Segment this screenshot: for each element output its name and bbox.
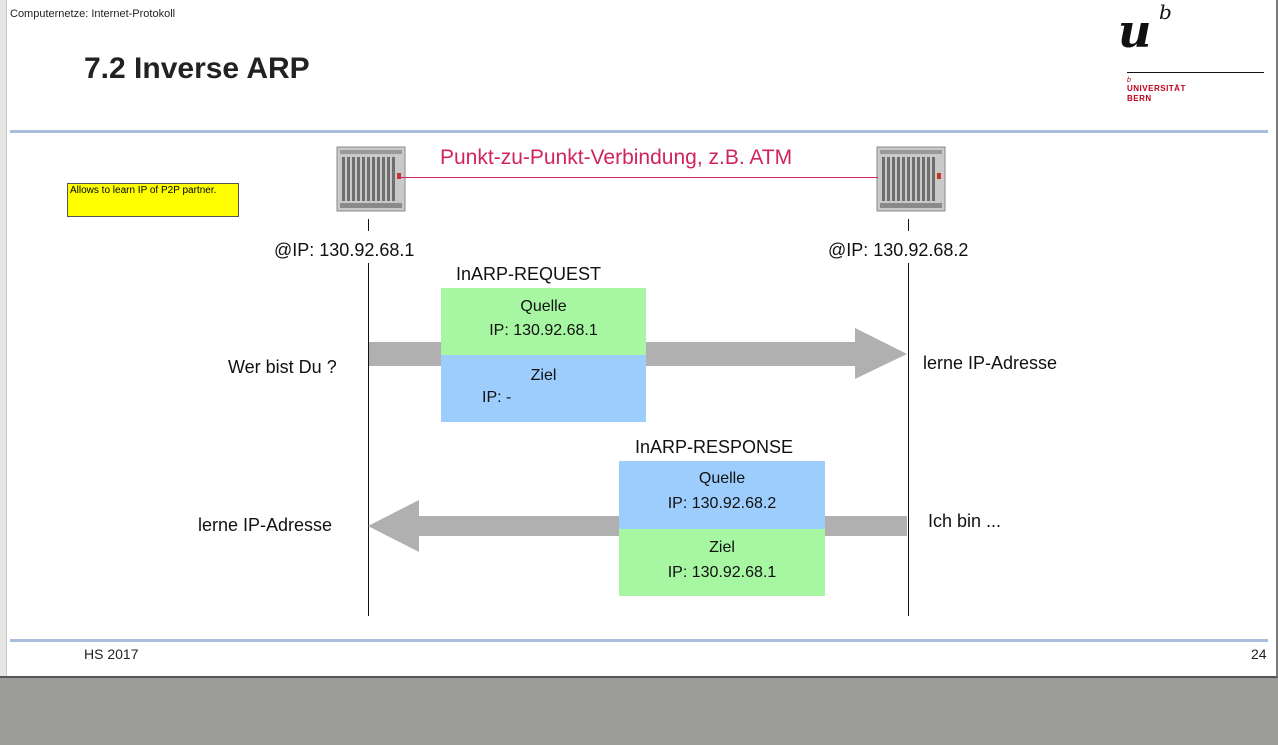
- router-icon: [336, 146, 406, 212]
- request-target-box: Ziel IP: -: [441, 355, 646, 422]
- response-left-text: lerne IP-Adresse: [198, 515, 333, 535]
- sticky-note[interactable]: Allows to learn IP of P2P partner.: [67, 183, 239, 217]
- page-number: 24: [1251, 646, 1267, 662]
- logo-b-small: b: [1127, 77, 1131, 84]
- footer-semester: HS 2017: [84, 646, 139, 662]
- logo-universitaet: UNIVERSITÄT: [1127, 84, 1186, 93]
- request-source-box: Quelle IP: 130.92.68.1: [441, 288, 646, 355]
- left-timeline: [368, 263, 369, 616]
- router-icon: [876, 146, 946, 212]
- header-rule: [10, 130, 1268, 133]
- logo-bern: BERN: [1127, 94, 1152, 103]
- logo-divider: [1127, 72, 1264, 73]
- request-source-ip: IP: 130.92.68.1: [489, 322, 598, 339]
- connection-line: [398, 177, 878, 178]
- request-target-ip: IP: -: [482, 389, 512, 406]
- connection-label: Punkt-zu-Punkt-Verbindung, z.B. ATM: [440, 146, 793, 169]
- left-ip-label: @IP: 130.92.68.1: [274, 240, 415, 260]
- response-target-label: Ziel: [709, 539, 735, 556]
- footer-rule: [10, 639, 1268, 642]
- request-title: InARP-REQUEST: [456, 264, 602, 284]
- response-source-ip: IP: 130.92.68.2: [667, 495, 777, 512]
- slide: Computernetze: Internet-Protokoll 7.2 In…: [0, 0, 1278, 678]
- left-device-tick: [368, 219, 369, 231]
- response-target-box: Ziel IP: 130.92.68.1: [619, 529, 825, 596]
- response-title: InARP-RESPONSE: [635, 437, 794, 457]
- response-right-text: Ich bin ...: [928, 511, 1002, 531]
- response-source-box: Quelle IP: 130.92.68.2: [619, 461, 825, 529]
- window-left-bar: [0, 0, 7, 676]
- course-title: Computernetze: Internet-Protokoll: [10, 8, 176, 20]
- request-left-text: Wer bist Du ?: [228, 357, 337, 377]
- page-title: 7.2 Inverse ARP: [84, 52, 310, 85]
- logo-b: b: [1159, 0, 1172, 24]
- response-source-label: Quelle: [698, 470, 746, 487]
- right-ip-label: @IP: 130.92.68.2: [828, 240, 969, 260]
- logo-u: u: [1118, 4, 1152, 58]
- right-device-tick: [908, 219, 909, 231]
- request-target-label: Ziel: [530, 367, 557, 384]
- request-right-text: lerne IP-Adresse: [923, 353, 1058, 373]
- right-timeline: [908, 263, 909, 616]
- request-source-label: Quelle: [520, 298, 567, 315]
- response-target-ip: IP: 130.92.68.1: [667, 564, 777, 581]
